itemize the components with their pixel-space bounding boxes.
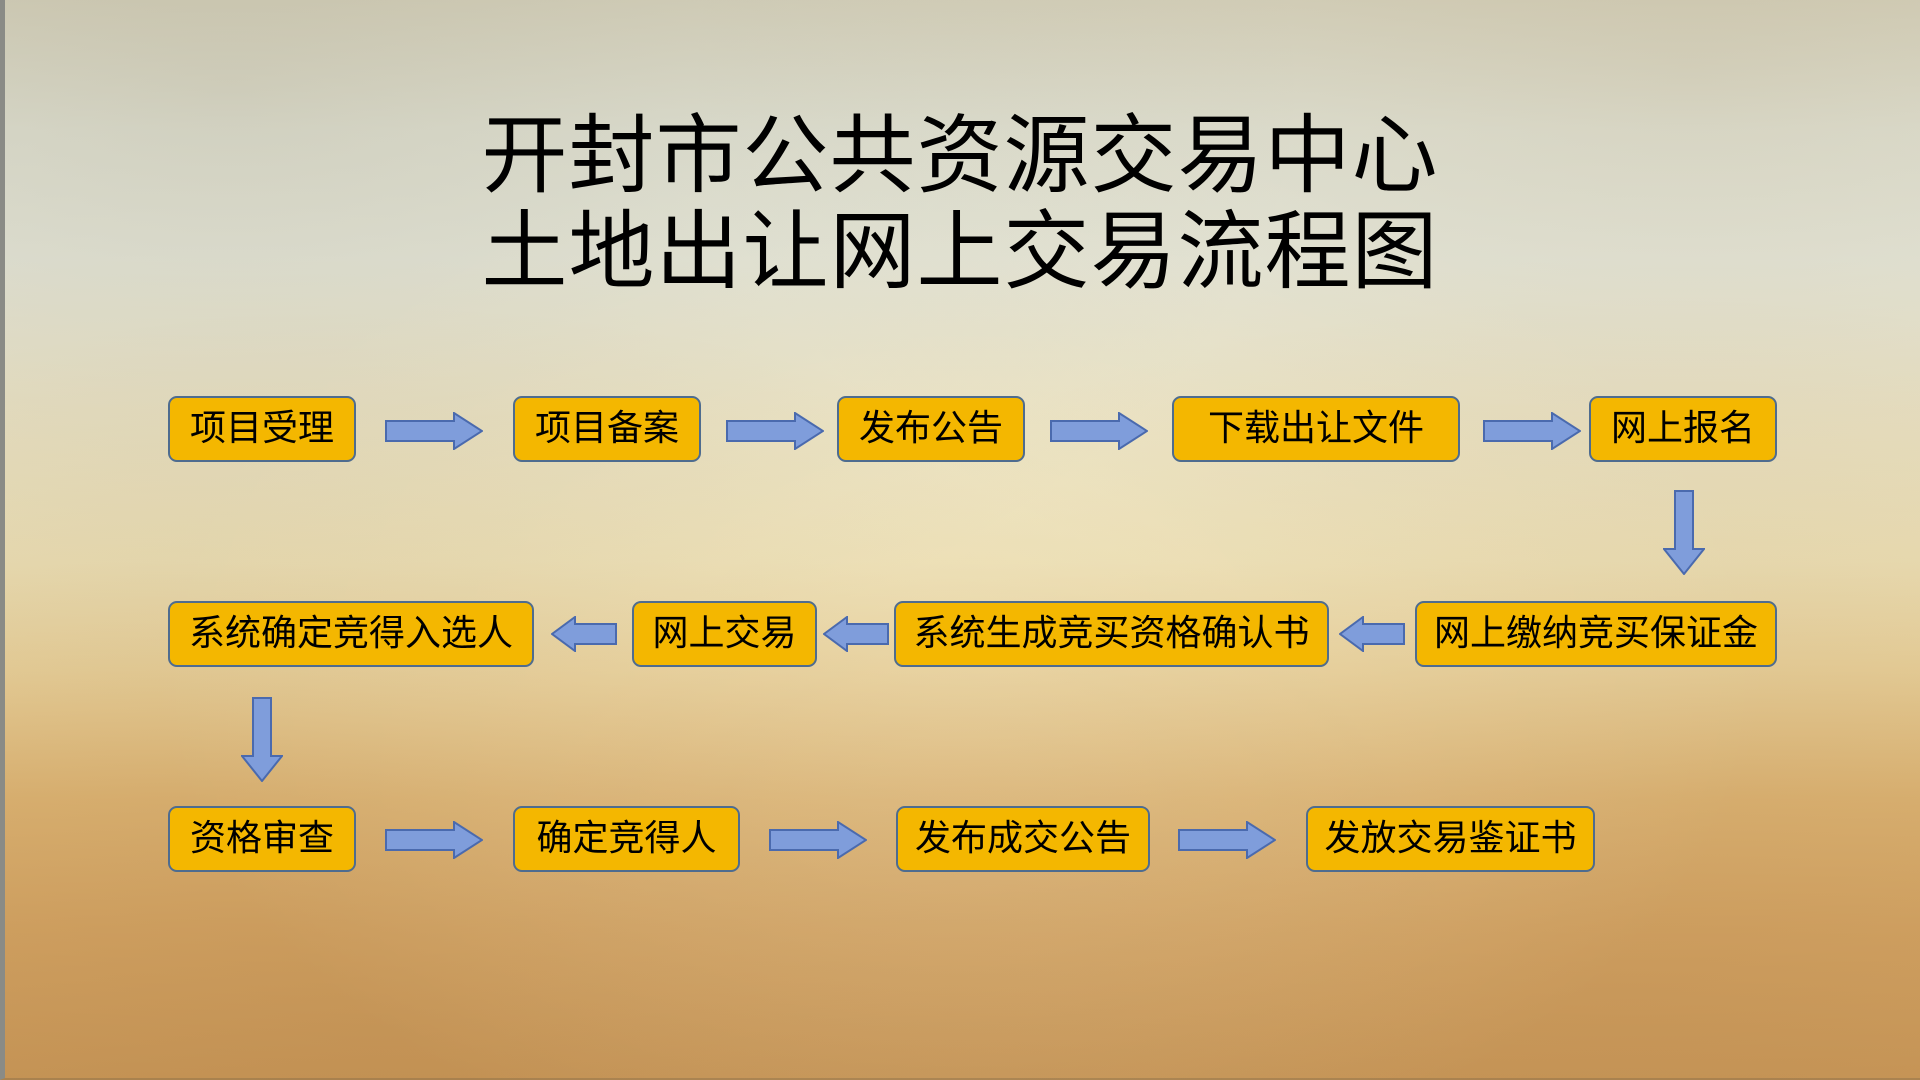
- title-line-1: 开封市公共资源交易中心: [481, 106, 1439, 206]
- arrow-right-2-icon: [726, 412, 824, 450]
- arrow-right-2-shape: [726, 412, 824, 450]
- step-download-documents: 下载出让文件: [1172, 396, 1460, 462]
- step-project-filing: 项目备案: [513, 396, 701, 462]
- step-online-registration: 网上报名: [1589, 396, 1777, 462]
- arrow-left-3-shape: [551, 616, 617, 652]
- arrow-right-6-shape: [769, 821, 867, 859]
- arrow-left-2-shape: [823, 616, 889, 652]
- step-project-acceptance: 项目受理: [168, 396, 356, 462]
- arrow-right-6-icon: [769, 821, 867, 859]
- arrow-down-1-shape: [1663, 490, 1705, 575]
- arrow-right-4-icon: [1483, 412, 1581, 450]
- arrow-right-7-shape: [1178, 821, 1276, 859]
- step-issue-certificate: 发放交易鉴证书: [1306, 806, 1595, 872]
- arrow-right-5-shape: [385, 821, 483, 859]
- step-publish-notice: 发布公告: [837, 396, 1025, 462]
- step-confirm-winner: 确定竞得人: [513, 806, 740, 872]
- arrow-right-3-shape: [1050, 412, 1148, 450]
- arrow-right-3-icon: [1050, 412, 1148, 450]
- arrow-right-1-shape: [385, 412, 483, 450]
- arrow-left-2-icon: [823, 616, 889, 652]
- arrow-right-5-icon: [385, 821, 483, 859]
- arrow-left-1-shape: [1339, 616, 1405, 652]
- arrow-right-4-shape: [1483, 412, 1581, 450]
- step-online-trading: 网上交易: [632, 601, 817, 667]
- arrow-left-3-icon: [551, 616, 617, 652]
- step-generate-qualification: 系统生成竞买资格确认书: [894, 601, 1329, 667]
- arrow-down-2-icon: [241, 697, 283, 782]
- step-qualification-review: 资格审查: [168, 806, 356, 872]
- arrow-right-1-icon: [385, 412, 483, 450]
- arrow-down-2-shape: [241, 697, 283, 782]
- arrow-right-7-icon: [1178, 821, 1276, 859]
- arrow-left-1-icon: [1339, 616, 1405, 652]
- step-determine-candidate: 系统确定竞得入选人: [168, 601, 534, 667]
- arrow-down-1-icon: [1663, 490, 1705, 575]
- step-pay-deposit: 网上缴纳竞买保证金: [1415, 601, 1777, 667]
- step-publish-result: 发布成交公告: [896, 806, 1150, 872]
- page-title: 开封市公共资源交易中心 土地出让网上交易流程图: [0, 108, 1920, 300]
- title-line-2: 土地出让网上交易流程图: [481, 202, 1439, 302]
